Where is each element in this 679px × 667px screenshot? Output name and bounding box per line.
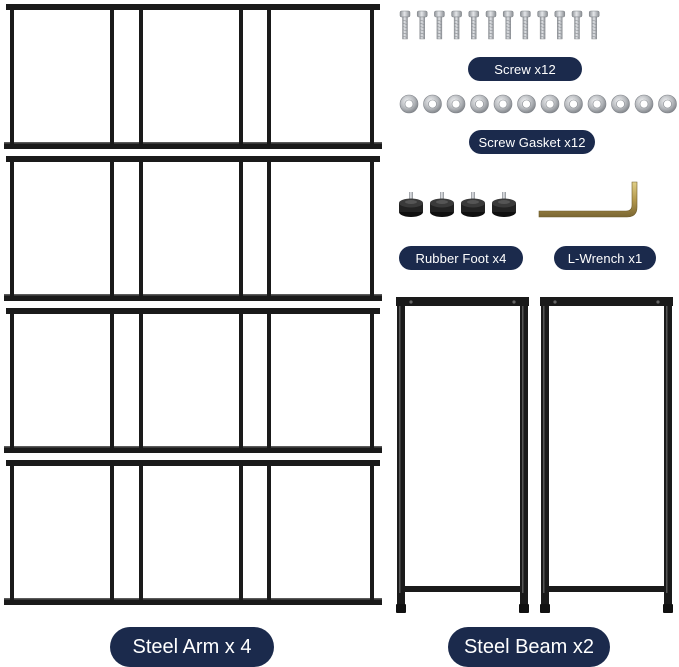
screw-group: [399, 10, 600, 40]
screw-gasket: [564, 94, 583, 114]
screw: [434, 10, 445, 40]
screw-gasket: [399, 94, 419, 114]
screw-gasket-label: Screw Gasket x12: [469, 130, 595, 154]
screw: [416, 10, 428, 40]
screw-gasket: [470, 94, 489, 114]
rubber-foot: [492, 192, 516, 217]
screw: [571, 10, 583, 40]
screw-gasket: [446, 94, 466, 114]
screw-gasket: [423, 94, 442, 114]
screw-gasket: [658, 94, 677, 114]
steel-arm-group: [4, 4, 382, 605]
rubber-foot: [461, 192, 485, 217]
rubber-foot-label: Rubber Foot x4: [399, 246, 523, 270]
screw: [588, 10, 600, 40]
screw-gasket: [493, 94, 513, 114]
l-wrench-label: L-Wrench x1: [554, 246, 656, 270]
steel-arm: [4, 308, 382, 453]
steel-arm-label: Steel Arm x 4: [110, 627, 274, 667]
rubber-foot: [430, 192, 454, 217]
screw-gasket: [634, 94, 654, 114]
screw: [554, 10, 566, 40]
screw-gasket: [517, 94, 536, 114]
screw: [520, 10, 531, 40]
screw: [399, 10, 411, 40]
screw: [502, 10, 514, 40]
screw: [468, 10, 480, 40]
screw: [485, 10, 497, 40]
screw: [537, 10, 548, 40]
steel-arm: [4, 460, 382, 605]
steel-arm: [4, 4, 382, 149]
l-wrench: [538, 181, 638, 218]
steel-beam-group: [396, 297, 673, 613]
screw-gasket: [587, 94, 607, 114]
screw: [451, 10, 462, 40]
screw-gasket: [540, 94, 560, 114]
screw-label: Screw x12: [468, 57, 582, 81]
steel-beam-label: Steel Beam x2: [448, 627, 610, 667]
screw-gasket-group: [399, 94, 677, 114]
steel-arm: [4, 156, 382, 301]
steel-beam: [540, 297, 673, 613]
steel-beam: [396, 297, 529, 613]
rubber-foot-group: [399, 192, 516, 217]
rubber-foot: [399, 192, 423, 217]
screw-gasket: [611, 94, 630, 114]
